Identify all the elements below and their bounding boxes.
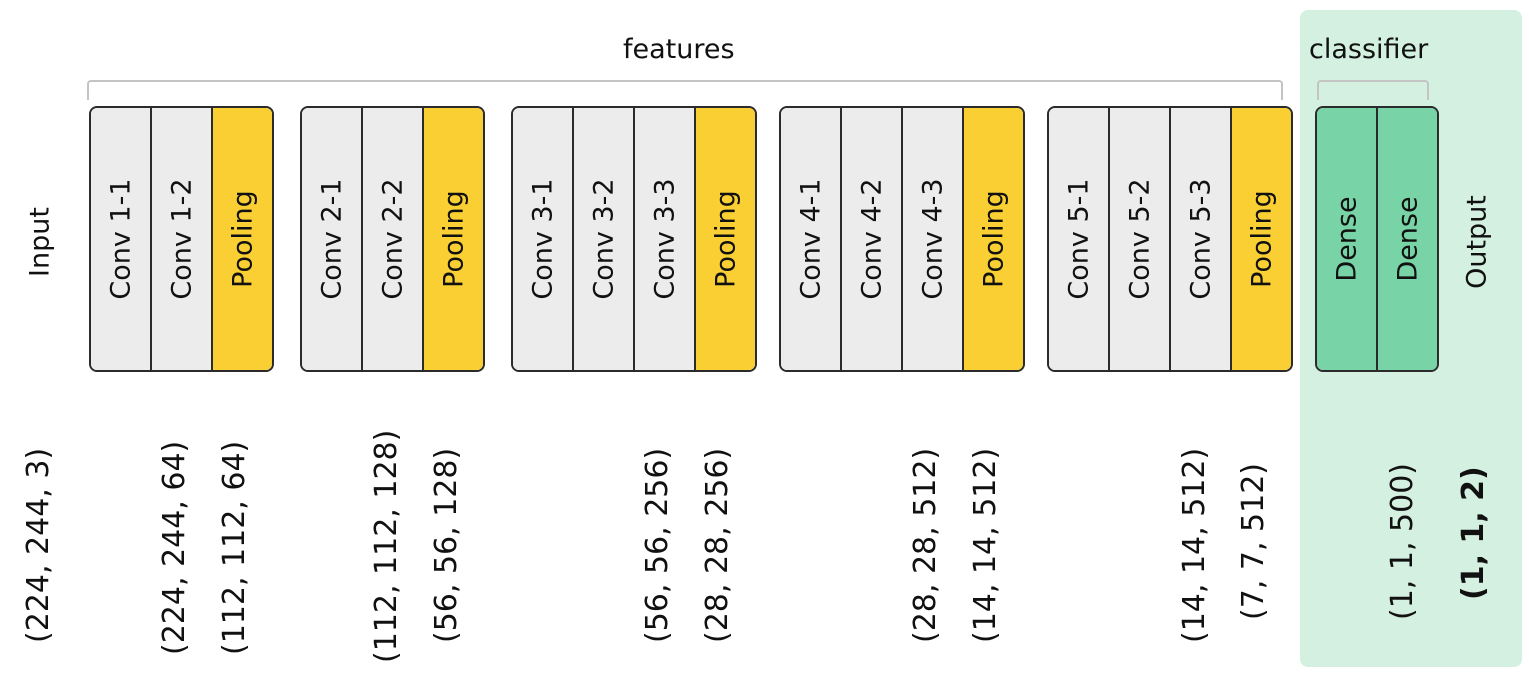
- layer-pooling-5: Pooling: [1232, 108, 1291, 370]
- layer-conv-2-2: Conv 2-2: [363, 108, 424, 370]
- output-label: Output: [1461, 195, 1493, 289]
- dense-block: Dense Dense: [1315, 106, 1439, 372]
- conv-block-2: Conv 2-1 Conv 2-2 Pooling: [300, 106, 485, 372]
- shape-conv-2: (112, 112, 128): [369, 429, 404, 663]
- features-label: features: [623, 34, 735, 65]
- layer-conv-3-2: Conv 3-2: [574, 108, 635, 370]
- layer-conv-4-1: Conv 4-1: [781, 108, 842, 370]
- layer-pooling-1: Pooling: [213, 108, 272, 370]
- shape-pool-3: (28, 28, 256): [700, 447, 735, 643]
- classifier-label: classifier: [1309, 34, 1429, 65]
- shape-dense: (1, 1, 500): [1385, 463, 1420, 620]
- shape-conv-4: (28, 28, 512): [908, 447, 943, 643]
- layer-dense-2: Dense: [1378, 108, 1437, 370]
- shape-output: (1, 1, 2): [1456, 466, 1491, 600]
- layer-conv-1-2: Conv 1-2: [152, 108, 213, 370]
- shape-pool-4: (14, 14, 512): [968, 447, 1003, 643]
- conv-block-1: Conv 1-1 Conv 1-2 Pooling: [89, 106, 274, 372]
- layer-conv-4-3: Conv 4-3: [903, 108, 964, 370]
- layer-pooling-2: Pooling: [424, 108, 483, 370]
- layer-conv-4-2: Conv 4-2: [842, 108, 903, 370]
- shape-conv-1: (224, 244, 64): [157, 440, 192, 655]
- layer-conv-5-1: Conv 5-1: [1049, 108, 1110, 370]
- classifier-brace: [1317, 80, 1429, 100]
- shape-pool-2: (56, 56, 128): [429, 447, 464, 643]
- layer-dense-1: Dense: [1317, 108, 1378, 370]
- shape-input: (224, 244, 3): [21, 447, 56, 643]
- layer-conv-1-1: Conv 1-1: [91, 108, 152, 370]
- layer-conv-5-2: Conv 5-2: [1110, 108, 1171, 370]
- layer-conv-3-3: Conv 3-3: [635, 108, 696, 370]
- shape-conv-5: (14, 14, 512): [1177, 447, 1212, 643]
- conv-block-3: Conv 3-1 Conv 3-2 Conv 3-3 Pooling: [511, 106, 757, 372]
- layer-pooling-4: Pooling: [964, 108, 1023, 370]
- layer-conv-3-1: Conv 3-1: [513, 108, 574, 370]
- layer-conv-5-3: Conv 5-3: [1171, 108, 1232, 370]
- conv-block-5: Conv 5-1 Conv 5-2 Conv 5-3 Pooling: [1047, 106, 1293, 372]
- layer-conv-2-1: Conv 2-1: [302, 108, 363, 370]
- shape-pool-1: (112, 112, 64): [217, 440, 252, 655]
- shape-pool-5: (7, 7, 512): [1236, 463, 1271, 620]
- conv-block-4: Conv 4-1 Conv 4-2 Conv 4-3 Pooling: [779, 106, 1025, 372]
- shape-conv-3: (56, 56, 256): [640, 447, 675, 643]
- input-label: Input: [24, 207, 56, 277]
- layer-pooling-3: Pooling: [696, 108, 755, 370]
- features-brace: [87, 80, 1283, 100]
